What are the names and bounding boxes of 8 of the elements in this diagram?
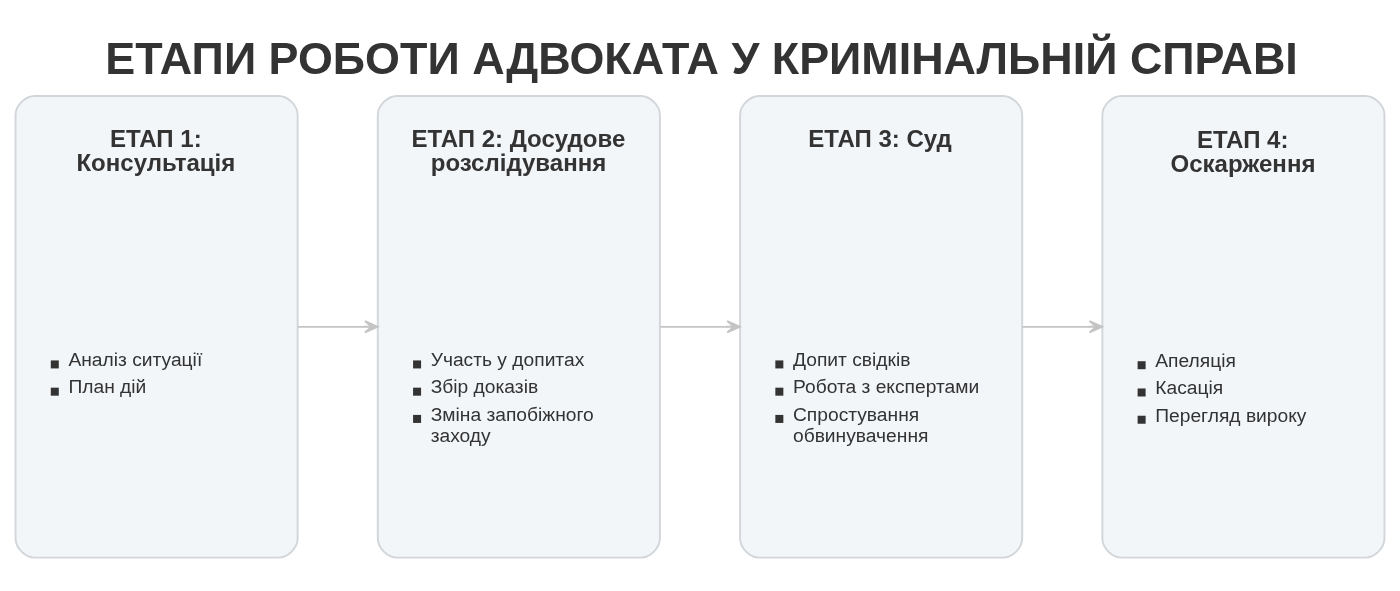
diagram-title: ЕТАПИ РОБОТИ АДВОКАТА У КРИМІНАЛЬНІЙ СПРАВІ <box>105 33 1298 85</box>
node-box: ЕТАП 1: Консультація Аналіз ситуації План дій <box>14 94 299 559</box>
arrow <box>659 320 741 334</box>
arrow <box>1021 320 1104 334</box>
node-box: ЕТАП 3: Суд Допит свідків Робота з експертами Спростування обвинувачення <box>739 94 1024 559</box>
node-box: ЕТАП 2: Досудове розслідування Участь у допитах Збір доказів Зміна запобіжного заходу <box>376 94 661 559</box>
node-box: ЕТАП 4: Оскарження Апеляція Касація Перегляд вироку <box>1101 94 1386 559</box>
arrow <box>297 320 379 334</box>
